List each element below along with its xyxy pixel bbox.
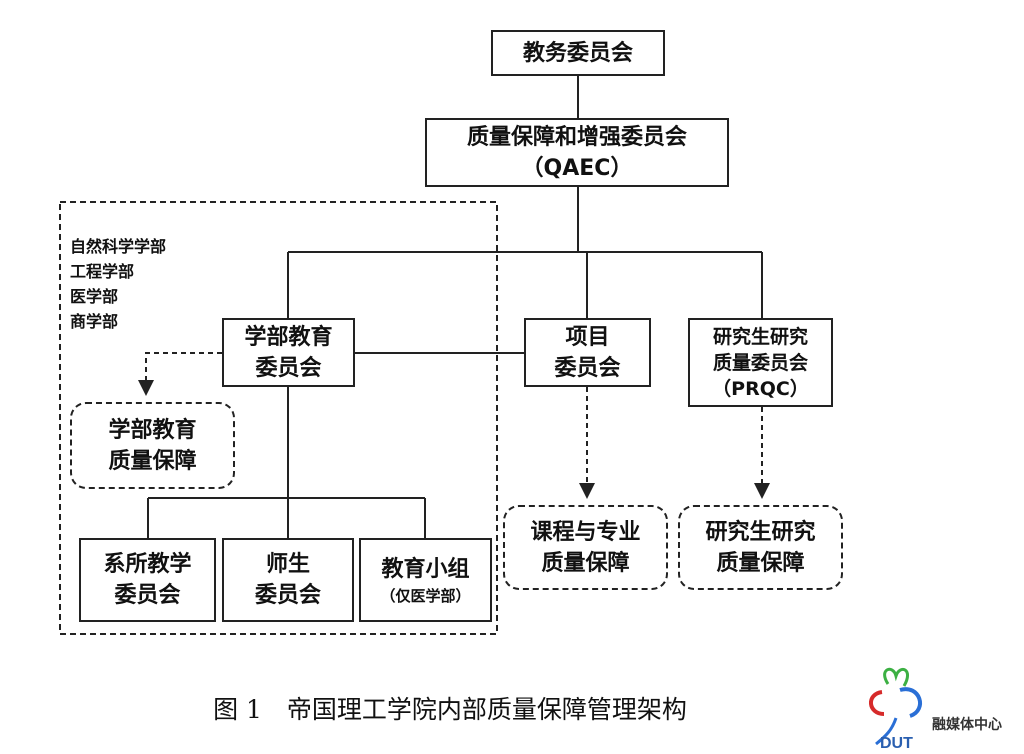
node-label: 教育小组 [381, 556, 470, 582]
faculty-dashed-boundary [59, 201, 498, 635]
academic-board-node: 教务委员会 [491, 30, 665, 76]
faculty-item: 医学部 [70, 287, 119, 306]
node-label: 质量保障和增强委员会 [466, 124, 687, 150]
node-label: 学部教育 [244, 324, 333, 350]
faculty-item: 商学部 [70, 312, 119, 331]
node-label: 质量委员会 [712, 351, 808, 374]
node-label: 质量保障 [108, 448, 197, 474]
node-label: 教务委员会 [522, 40, 633, 66]
node-label: 委员会 [554, 355, 621, 381]
faculty-education-committee-node: 学部教育 委员会 [222, 318, 355, 387]
node-label: （QAEC） [521, 155, 633, 181]
node-label: 研究生研究 [705, 519, 816, 545]
node-label: 项目 [565, 324, 610, 350]
staff-student-committee-node: 师生 委员会 [222, 538, 354, 622]
node-label: 委员会 [114, 583, 181, 608]
node-label: （PRQC） [712, 377, 809, 400]
node-label: 委员会 [255, 355, 322, 381]
node-label: 质量保障 [541, 550, 630, 576]
node-note: （仅医学部） [380, 586, 471, 605]
node-label: 质量保障 [716, 550, 805, 576]
education-group-node: 教育小组 （仅医学部） [359, 538, 492, 622]
node-label: 系所教学 [103, 552, 192, 577]
logo-name: 融媒体中心 [932, 717, 1002, 733]
node-label: 师生 [265, 552, 310, 577]
faculty-list: 自然科学学部 工程学部 医学部 商学部 [70, 234, 166, 334]
figure-caption: 图 1 帝国理工学院内部质量保障管理架构 [213, 695, 687, 724]
faculty-item: 自然科学学部 [70, 237, 167, 256]
node-label: 学部教育 [108, 417, 197, 443]
node-label: 委员会 [254, 583, 321, 608]
programme-committee-node: 项目 委员会 [524, 318, 651, 387]
department-teaching-committee-node: 系所教学 委员会 [79, 538, 216, 622]
qaec-node: 质量保障和增强委员会 （QAEC） [425, 118, 729, 187]
faculty-education-qa-node: 学部教育 质量保障 [70, 402, 235, 489]
node-label: 研究生研究 [712, 325, 808, 348]
faculty-item: 工程学部 [70, 262, 135, 281]
prqc-node: 研究生研究 质量委员会 （PRQC） [688, 318, 833, 407]
course-programme-qa-node: 课程与专业 质量保障 [503, 505, 668, 590]
svg-text:DUT: DUT [880, 735, 913, 752]
dut-logo: DUT [869, 667, 922, 752]
dashed-arrow [138, 352, 222, 396]
postgrad-research-qa-node: 研究生研究 质量保障 [678, 505, 843, 590]
node-label: 课程与专业 [530, 519, 641, 545]
